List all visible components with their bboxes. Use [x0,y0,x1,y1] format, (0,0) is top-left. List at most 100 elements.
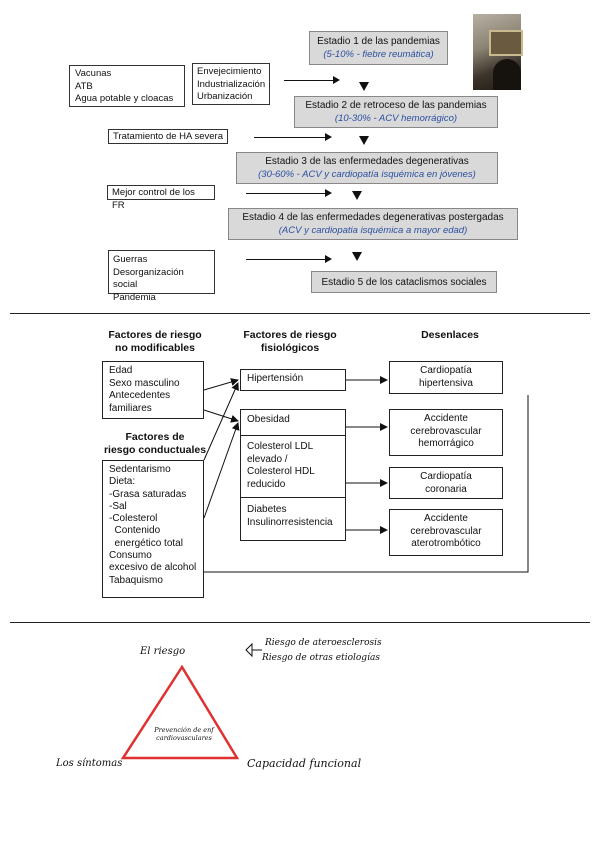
outcome-text: Accidente [424,413,468,424]
arrow-right-icon [333,76,340,84]
arrow-right-icon [325,133,332,141]
stage-5-title: Estadio 5 de los cataclismos sociales [321,277,487,288]
outcome-text: cerebrovascular [410,525,482,537]
factor-text: -Grasa saturadas [109,488,187,500]
outcome-text: Cardiopatía [420,471,472,482]
photo-thumbnail [473,14,523,90]
physiological-group-box: Obesidad Colesterol LDL elevado / Colest… [240,409,346,541]
factor-text: Vacunas [75,68,112,79]
heading-line: fisiológicos [260,342,320,354]
handwritten-right: Capacidad funcional [247,757,362,770]
factor-text: Obesidad [247,414,290,425]
factor-text: Sexo masculino [109,377,180,389]
factor-text: reducido [247,478,286,490]
factor-text: Tratamiento de HA severa [113,131,224,142]
factor-text: Dieta: [109,476,136,488]
factor-text: Pandemia [113,291,156,303]
down-arrow-icon [359,136,369,145]
outcome-text: Cardiopatía [420,365,472,376]
factor-text: Agua potable y cloacas [75,93,174,104]
heading-line: no modificables [115,342,195,354]
stage-3-subtitle: (30-60% - ACV y cardiopatía isquémica en… [258,169,476,180]
factor-box-aging: Envejecimiento Industrialización Urbaniz… [192,63,270,105]
outcome-hypertensive-heart: Cardiopatía hipertensiva [389,361,503,394]
col-head-nonmodifiable: Factores de riesgo no modificables [90,329,220,355]
outcome-text: coronaria [425,483,467,495]
col-head-physiological: Factores de riesgo fisiológicos [230,329,350,355]
factor-text: Tabaquismo [109,574,163,586]
factor-box-vaccines: Vacunas ATB Agua potable y cloacas [69,65,185,107]
stage-5-box: Estadio 5 de los cataclismos sociales [311,271,497,293]
outcome-text: hipertensiva [419,377,473,389]
heading-line: Factores de riesgo [243,329,337,341]
outcome-coronary-heart: Cardiopatía coronaria [389,467,503,499]
section-divider [10,313,590,314]
down-arrow-icon [352,252,362,261]
hypertension-box: Hipertensión [240,369,346,391]
handwritten-top: El riesgo [140,646,186,657]
outcome-text: aterotrombótico [411,538,481,549]
factor-text: Hipertensión [247,373,304,384]
diabetes-cell: Diabetes Insulinorresistencia [241,498,345,535]
heading-line: Factores de [125,431,185,443]
factor-box-wars: Guerras Desorganización social Pandemia [108,250,215,303]
factor-text: Envejecimiento [197,66,262,77]
factor-text: Guerras [113,254,148,265]
stage-4-title: Estadio 4 de las enfermedades degenerati… [242,212,504,223]
outcome-text: hemorrágico [418,438,474,449]
factor-text: familiares [109,402,152,414]
cholesterol-cell: Colesterol LDL elevado / Colesterol HDL … [241,436,345,498]
heading-line: Desenlaces [421,329,479,341]
arrow-line [246,193,326,194]
outcome-atherothrombotic-stroke: Accidente cerebrovascular aterotrombótic… [389,509,503,556]
factor-text: Edad [109,365,133,376]
factor-text: Mejor control de los FR [112,187,195,211]
factor-text: Sedentarismo [109,464,171,475]
outcome-hemorrhagic-stroke: Accidente cerebrovascular hemorrágico [389,409,503,456]
factor-text: elevado / [247,453,288,465]
outcome-text: Accidente [424,513,468,524]
arrow-right-icon [325,255,332,263]
stage-3-box: Estadio 3 de las enfermedades degenerati… [236,152,498,184]
down-arrow-icon [352,191,362,200]
factor-text: Urbanización [197,91,253,102]
stage-2-subtitle: (10-30% - ACV hemorrágico) [334,113,458,124]
factor-text: -Colesterol [109,513,158,525]
stage-4-subtitle: (ACV y cardiopatia isquémica a mayor eda… [278,225,468,236]
stage-2-box: Estadio 2 de retroceso de las pandemias … [294,96,498,128]
outcome-text: cerebrovascular [410,425,482,437]
factor-text: Diabetes [247,504,287,515]
factor-text: Colesterol LDL [247,441,314,452]
down-arrow-icon [359,82,369,91]
factor-text: Colesterol HDL [247,466,315,477]
col-head-behavioral: Factores de riesgo conductuales [90,431,220,457]
handwritten-right-top-1: Riesgo de ateroesclerosis [265,638,382,648]
factor-text: energético total [109,537,183,549]
factor-text: -Sal [109,500,127,512]
heading-line: Factores de riesgo [108,329,202,341]
stage-1-box: Estadio 1 de las pandemias (5-10% - fieb… [309,31,448,65]
heading-line: riesgo conductuales [103,444,207,456]
obesity-cell: Obesidad [241,410,345,436]
factor-text: excesivo de alcohol [109,562,197,574]
factor-text: Antecedentes [109,390,171,401]
section-divider [10,622,590,623]
factor-box-ha-treatment: Tratamiento de HA severa [108,129,228,144]
nonmodifiable-box: Edad Sexo masculino Antecedentes familia… [102,361,204,419]
stage-1-subtitle: (5-10% - fiebre reumática) [323,49,434,60]
handwritten-right-top-2: Riesgo de otras etiologías [262,653,380,663]
arrow-line [254,137,326,138]
factor-text: Contenido [109,525,161,537]
stage-4-box: Estadio 4 de las enfermedades degenerati… [228,208,518,240]
handwritten-center: Prevención de enf cardiovasculares [154,726,214,742]
factor-text: Consumo [109,550,152,562]
factor-text: Desorganización social [113,266,184,291]
factor-box-fr-control: Mejor control de los FR [107,185,215,211]
behavioral-box: Sedentarismo Dieta: -Grasa saturadas -Sa… [102,460,204,598]
factor-text: Industrialización [197,78,266,90]
stage-3-title: Estadio 3 de las enfermedades degenerati… [265,156,469,167]
stage-2-title: Estadio 2 de retroceso de las pandemias [305,100,487,111]
factor-text: ATB [75,80,93,92]
